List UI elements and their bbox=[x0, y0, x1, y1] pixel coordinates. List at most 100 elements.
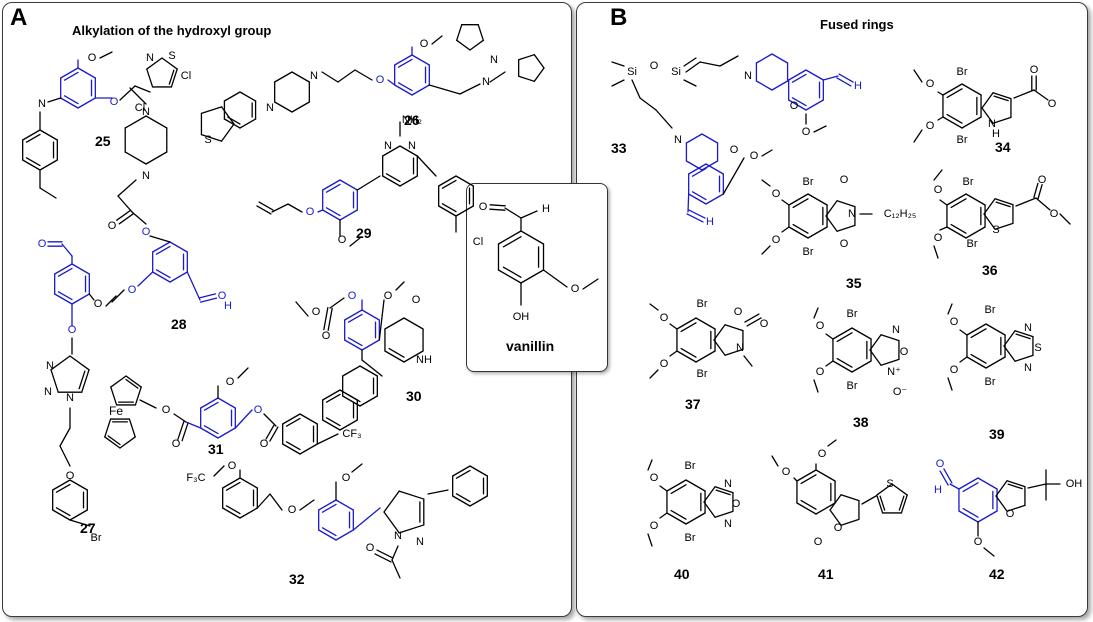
bond bbox=[145, 151, 168, 165]
bond bbox=[949, 483, 960, 490]
bond bbox=[793, 477, 798, 482]
compound-number-36: 36 bbox=[982, 262, 998, 278]
bond bbox=[54, 293, 73, 305]
panel-a-letter: A bbox=[10, 4, 28, 31]
bond bbox=[110, 375, 127, 388]
bond bbox=[203, 401, 219, 411]
atom-label: O bbox=[840, 174, 849, 186]
bond bbox=[800, 474, 817, 485]
bond bbox=[771, 80, 789, 91]
atom-label: O bbox=[218, 290, 227, 302]
bond bbox=[520, 230, 545, 245]
atom-label: O bbox=[772, 234, 781, 246]
bond bbox=[265, 424, 275, 440]
atom-label: N bbox=[44, 386, 52, 398]
atom-label: N bbox=[892, 324, 900, 336]
bond bbox=[329, 297, 345, 309]
bond bbox=[995, 480, 1008, 497]
bond bbox=[325, 183, 341, 193]
atom-label: O bbox=[650, 520, 659, 532]
bond bbox=[939, 199, 948, 206]
bond bbox=[382, 175, 401, 187]
bond bbox=[335, 529, 354, 541]
bond bbox=[441, 179, 457, 189]
bond bbox=[815, 502, 836, 515]
bond bbox=[685, 512, 706, 525]
atom-label: O bbox=[834, 522, 843, 534]
bond bbox=[213, 465, 225, 477]
bond bbox=[258, 201, 274, 211]
bond bbox=[361, 359, 383, 377]
bond bbox=[705, 193, 724, 205]
bond bbox=[239, 118, 257, 129]
atom-label: Br bbox=[963, 176, 974, 188]
atom-label: O bbox=[226, 376, 235, 388]
bond bbox=[456, 24, 463, 41]
bond bbox=[477, 24, 484, 41]
bond bbox=[39, 129, 58, 141]
bond bbox=[321, 503, 337, 513]
bond bbox=[829, 494, 842, 511]
atom-label: S bbox=[204, 134, 211, 146]
bond bbox=[791, 73, 807, 83]
atom-label: OH bbox=[1066, 478, 1083, 490]
bond bbox=[225, 481, 241, 491]
bond bbox=[129, 87, 147, 105]
bond bbox=[263, 413, 277, 427]
bond bbox=[666, 479, 687, 492]
atom-label: O bbox=[840, 238, 849, 250]
atom-label: O bbox=[650, 472, 659, 484]
atom-label: O bbox=[650, 60, 659, 72]
atom-label: O bbox=[782, 466, 791, 478]
bond bbox=[239, 507, 258, 519]
bond bbox=[39, 159, 58, 171]
bond bbox=[788, 193, 809, 206]
bond bbox=[1007, 483, 1023, 490]
bond bbox=[222, 477, 241, 489]
atom-label: N bbox=[266, 102, 274, 114]
bond bbox=[946, 193, 967, 206]
bond bbox=[1059, 213, 1071, 225]
bond bbox=[983, 198, 996, 215]
bond bbox=[977, 477, 998, 490]
compound-number-33: 33 bbox=[611, 140, 627, 156]
bond bbox=[225, 505, 241, 515]
atom-label: O bbox=[228, 460, 237, 472]
bond bbox=[961, 83, 982, 96]
atom-label: O bbox=[950, 316, 959, 328]
bond bbox=[269, 426, 279, 442]
bond bbox=[631, 79, 641, 99]
atom-label: O bbox=[926, 120, 935, 132]
bond bbox=[322, 209, 341, 221]
bond bbox=[800, 499, 817, 510]
bond bbox=[325, 207, 341, 217]
bond bbox=[399, 175, 418, 187]
atom-label: N bbox=[416, 536, 424, 548]
bond bbox=[347, 337, 363, 347]
atom-label: O bbox=[412, 294, 421, 306]
bond bbox=[691, 191, 707, 201]
bond bbox=[950, 198, 967, 209]
bond bbox=[666, 512, 687, 525]
atom-label: O bbox=[816, 320, 825, 332]
atom-label: N bbox=[142, 106, 150, 118]
atom-label: S bbox=[886, 478, 893, 490]
bond bbox=[177, 420, 185, 440]
bond bbox=[533, 67, 545, 82]
bond bbox=[746, 317, 762, 327]
bond bbox=[200, 133, 223, 142]
bond bbox=[374, 553, 392, 563]
bond bbox=[469, 495, 488, 507]
compound-number-31: 31 bbox=[208, 441, 224, 457]
bond bbox=[781, 226, 790, 233]
bond bbox=[59, 445, 71, 467]
bond bbox=[1014, 330, 1034, 338]
compound-number-26: 26 bbox=[404, 112, 420, 128]
bond bbox=[1037, 183, 1043, 200]
bond bbox=[388, 347, 405, 358]
bond bbox=[981, 92, 994, 109]
bond bbox=[649, 303, 659, 311]
bond bbox=[54, 263, 73, 275]
bond bbox=[69, 519, 91, 527]
bond bbox=[199, 297, 218, 303]
